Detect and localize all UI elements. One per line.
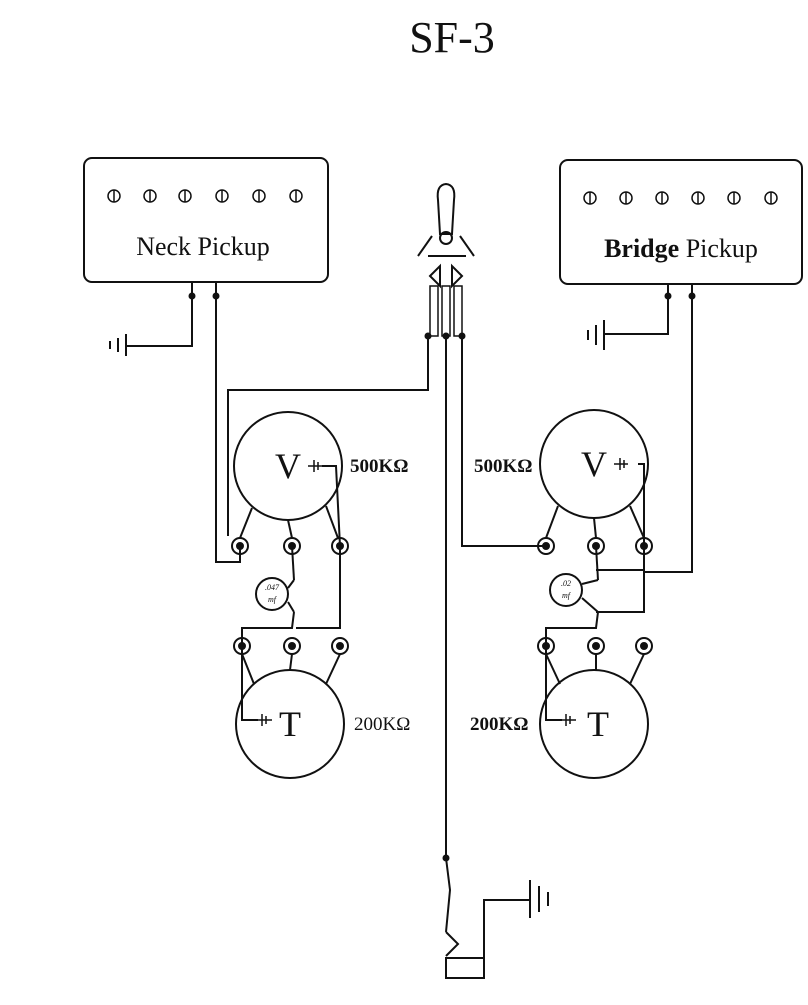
svg-text:Bridge Pickup: Bridge Pickup bbox=[604, 234, 758, 263]
neck-volume-value: 500KΩ bbox=[350, 456, 409, 477]
neck-capacitor: .047 mf bbox=[255, 577, 295, 613]
wiring bbox=[126, 282, 693, 933]
ground-icon bbox=[614, 458, 628, 470]
junction-dots bbox=[188, 292, 696, 862]
bridge-pickup: Bridge Pickup bbox=[559, 159, 803, 285]
neck-capacitor-unit: mf bbox=[268, 595, 278, 604]
ground-icon bbox=[529, 880, 549, 918]
bridge-tone-letter: T bbox=[587, 704, 609, 744]
ground-icon bbox=[587, 320, 605, 350]
bridge-capacitor-value: .02 bbox=[561, 579, 571, 588]
toggle-switch-icon bbox=[417, 182, 475, 337]
bridge-capacitor-unit: mf bbox=[562, 591, 572, 600]
diagram-title: SF-3 bbox=[409, 13, 495, 62]
pot-lug bbox=[537, 537, 653, 555]
ground-icon bbox=[109, 334, 127, 356]
neck-volume-letter: V bbox=[275, 446, 301, 486]
bridge-volume-pot: V bbox=[537, 409, 653, 555]
bridge-tone-pot: T bbox=[537, 637, 653, 779]
pole-piece-icon bbox=[583, 191, 778, 205]
neck-tone-value: 200KΩ bbox=[354, 714, 410, 735]
pot-lug bbox=[537, 637, 653, 655]
neck-volume-pot: V bbox=[231, 411, 349, 555]
neck-capacitor-value: .047 bbox=[265, 583, 280, 592]
bridge-volume-value: 500KΩ bbox=[474, 456, 533, 477]
bridge-volume-letter: V bbox=[581, 444, 607, 484]
bridge-tone-value: 200KΩ bbox=[470, 714, 529, 735]
pole-piece-icon bbox=[107, 189, 303, 203]
ground-icon bbox=[308, 460, 322, 472]
pot-lug bbox=[231, 537, 349, 555]
neck-pickup: Neck Pickup bbox=[83, 157, 329, 283]
neck-tone-letter: T bbox=[279, 704, 301, 744]
neck-pickup-label: Neck Pickup bbox=[136, 232, 270, 261]
pot-lug bbox=[233, 637, 349, 655]
ground-icon bbox=[562, 714, 576, 726]
ground-icon bbox=[258, 714, 272, 726]
bridge-pickup-label-bold: Bridge bbox=[604, 234, 679, 263]
bridge-pickup-label-rest: Pickup bbox=[679, 234, 758, 263]
output-jack-icon bbox=[445, 899, 530, 979]
bridge-capacitor: .02 mf bbox=[549, 573, 599, 613]
neck-tone-pot: T bbox=[233, 637, 349, 779]
